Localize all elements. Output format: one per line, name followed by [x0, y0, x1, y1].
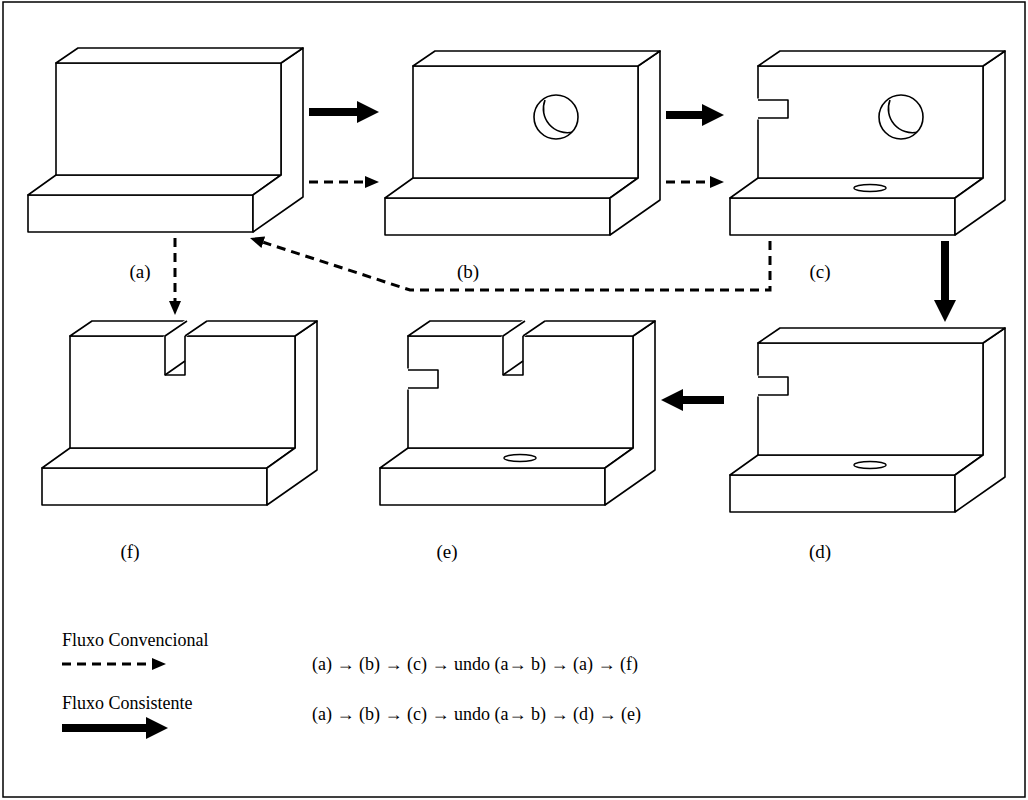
- bracket-node: (d): [724, 322, 1011, 518]
- dashed-arrow-sample: [62, 663, 152, 666]
- conventional-flow-arrow: [263, 241, 770, 290]
- bracket-a: [28, 48, 303, 232]
- legend-text: Fluxo Consistente: [62, 693, 193, 713]
- solid-arrow-sample: [62, 724, 146, 732]
- flow-sequence: (a) → (b) → (c) → undo (a→ b) → (d) → (e…: [310, 704, 643, 726]
- legend-entry: Fluxo Convencional: [60, 630, 211, 652]
- consistent-flow-arrow: [309, 108, 357, 116]
- bracket-node: (f): [36, 315, 323, 511]
- bracket-node: (b): [379, 45, 666, 241]
- legend-entry: Fluxo Consistente: [60, 693, 195, 715]
- figure-label: (b): [455, 261, 481, 284]
- frame: [3, 2, 1025, 797]
- figure-label: (a): [127, 261, 152, 284]
- figure-label: (d): [807, 541, 833, 564]
- consistent-flow-arrow: [941, 241, 949, 300]
- bracket-d: [730, 328, 1005, 512]
- figure-label: (c): [807, 261, 832, 284]
- figure-label: (e): [434, 541, 459, 564]
- figure-label: (f): [119, 541, 142, 564]
- bracket-c: [730, 51, 1005, 235]
- bracket-node: (e): [374, 315, 661, 511]
- consistent-flow-arrow: [683, 396, 724, 404]
- consistent-flow-arrow: [666, 111, 702, 119]
- conventional-flow-arrow: [309, 181, 365, 184]
- bracket-b: [385, 51, 660, 235]
- bracket-node: (c): [724, 45, 1011, 241]
- bracket-node: (a): [22, 42, 309, 238]
- legend-text: Fluxo Convencional: [62, 630, 209, 650]
- bracket-e: [380, 319, 655, 506]
- conventional-flow-arrow: [666, 181, 710, 184]
- flow-sequence: (a) → (b) → (c) → undo (a→ b) → (a) → (f…: [310, 654, 640, 676]
- bracket-f: [42, 319, 317, 506]
- conventional-flow-arrow: [174, 238, 177, 301]
